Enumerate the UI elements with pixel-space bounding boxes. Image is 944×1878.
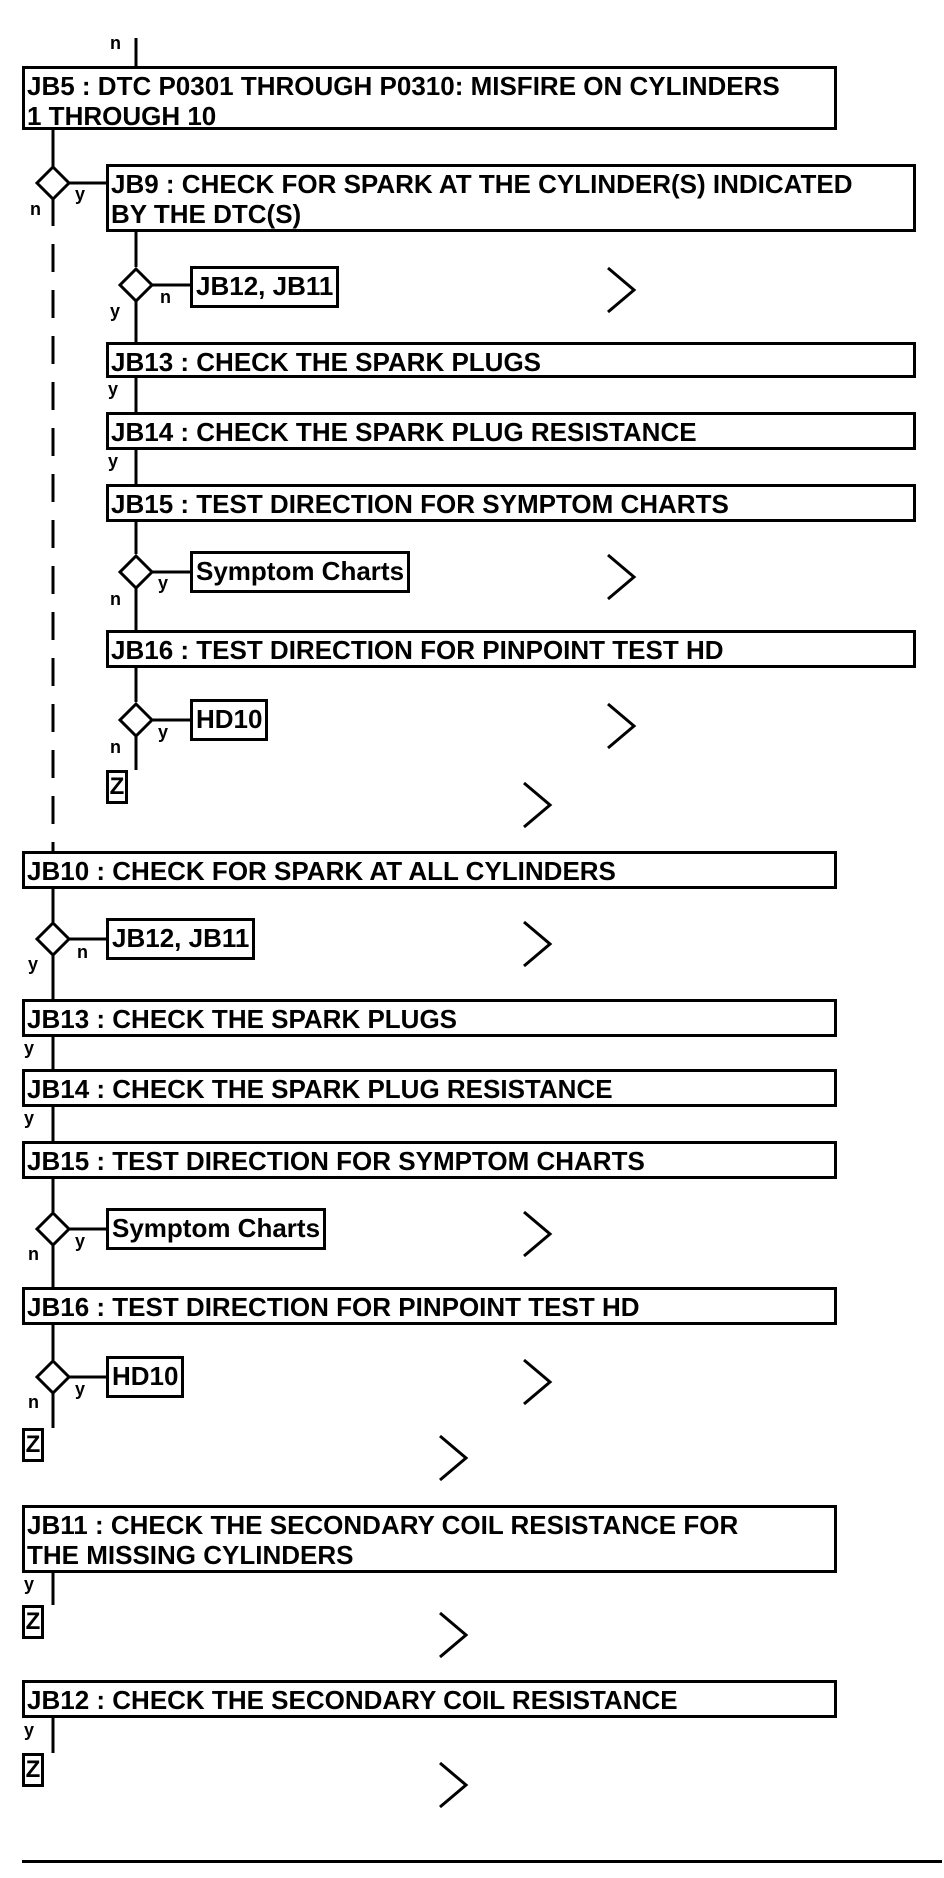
chevron-right-icon [607,266,637,314]
ref-symptom-charts[interactable]: Symptom Charts [190,551,411,593]
step-jb10[interactable]: JB10 : CHECK FOR SPARK AT ALL CYLINDERS [22,851,837,889]
step-jb15[interactable]: JB15 : TEST DIRECTION FOR SYMPTOM CHARTS [106,484,916,522]
chevron-right-icon [607,702,637,750]
branch-label-no: n [160,287,171,307]
branch-label-yes: y [24,1574,35,1594]
chevron-right-icon [439,1434,469,1482]
decision-diamond [117,553,155,591]
chevron-right-icon [607,553,637,601]
branch-label-no: n [110,737,121,757]
ref-hd10[interactable]: HD10 [190,699,269,741]
chevron-right-icon [523,1358,553,1406]
chevron-right-icon [439,1611,469,1659]
end-marker: Z [106,770,128,804]
branch-label-yes: y [28,954,39,974]
ref-symptom-charts-b[interactable]: Symptom Charts [106,1208,327,1250]
step-jb5[interactable]: JB5 : DTC P0301 THROUGH P0310: MISFIRE O… [22,66,837,130]
ref-jb12-jb11[interactable]: JB12, JB11 [190,266,340,308]
branch-label-no: n [28,1392,39,1412]
step-jb9[interactable]: JB9 : CHECK FOR SPARK AT THE CYLINDER(S)… [106,164,916,232]
end-marker: Z [22,1428,44,1462]
branch-label-yes: y [108,451,119,471]
branch-label-yes: y [75,1379,86,1399]
step-jb12[interactable]: JB12 : CHECK THE SECONDARY COIL RESISTAN… [22,1680,837,1718]
step-jb14[interactable]: JB14 : CHECK THE SPARK PLUG RESISTANCE [106,412,916,450]
decision-diamond [34,1210,72,1248]
end-marker: Z [22,1605,44,1639]
step-jb14-b[interactable]: JB14 : CHECK THE SPARK PLUG RESISTANCE [22,1069,837,1107]
branch-label-yes: y [75,184,86,204]
branch-label-yes: y [24,1038,35,1058]
chevron-right-icon [439,1761,469,1809]
ref-hd10-b[interactable]: HD10 [106,1356,185,1398]
branch-label-yes: y [75,1231,86,1251]
end-marker: Z [22,1753,44,1787]
decision-diamond [34,920,72,958]
ref-jb12-jb11-b[interactable]: JB12, JB11 [106,918,256,960]
branch-label-yes: y [108,379,119,399]
decision-diamond [34,164,72,202]
branch-label-no: n [110,589,121,609]
branch-label-no: n [110,33,121,53]
chevron-right-icon [523,781,553,829]
step-jb13[interactable]: JB13 : CHECK THE SPARK PLUGS [106,342,916,378]
branch-label-yes: y [158,573,169,593]
bottom-divider [22,1860,942,1863]
chevron-right-icon [523,1210,553,1258]
step-jb16[interactable]: JB16 : TEST DIRECTION FOR PINPOINT TEST … [106,630,916,668]
branch-label-yes: y [110,301,121,321]
branch-label-no: n [28,1244,39,1264]
decision-diamond [117,701,155,739]
step-jb15-b[interactable]: JB15 : TEST DIRECTION FOR SYMPTOM CHARTS [22,1141,837,1179]
step-jb16-b[interactable]: JB16 : TEST DIRECTION FOR PINPOINT TEST … [22,1287,837,1325]
branch-label-no: n [77,942,88,962]
decision-diamond [34,1358,72,1396]
step-jb13-b[interactable]: JB13 : CHECK THE SPARK PLUGS [22,999,837,1037]
branch-label-yes: y [158,722,169,742]
chevron-right-icon [523,920,553,968]
decision-diamond [117,266,155,304]
branch-label-no: n [30,199,41,219]
step-jb11[interactable]: JB11 : CHECK THE SECONDARY COIL RESISTAN… [22,1505,837,1573]
branch-label-yes: y [24,1720,35,1740]
branch-label-yes: y [24,1108,35,1128]
